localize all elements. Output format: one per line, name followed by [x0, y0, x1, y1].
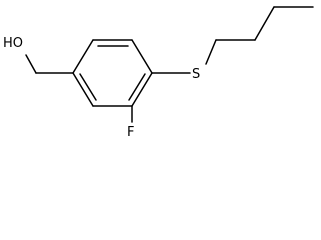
fluorine-label: F	[127, 125, 134, 140]
bond-c2-c3	[254, 6, 275, 41]
molecule-structure: HO S F	[3, 6, 314, 140]
bond-ring-bottom-left	[72, 72, 94, 107]
sulfur-label: S	[192, 67, 200, 82]
bond-ring-top-left	[72, 39, 94, 74]
bond-c-o	[25, 54, 37, 74]
bond-ring-left-inner	[79, 73, 97, 101]
hydroxyl-label: HO	[3, 36, 23, 51]
bond-s-c1	[205, 39, 217, 65]
bond-ring-top-right	[131, 39, 153, 74]
bond-ring-right	[131, 72, 153, 107]
bond-ring-right-inner	[128, 73, 146, 101]
